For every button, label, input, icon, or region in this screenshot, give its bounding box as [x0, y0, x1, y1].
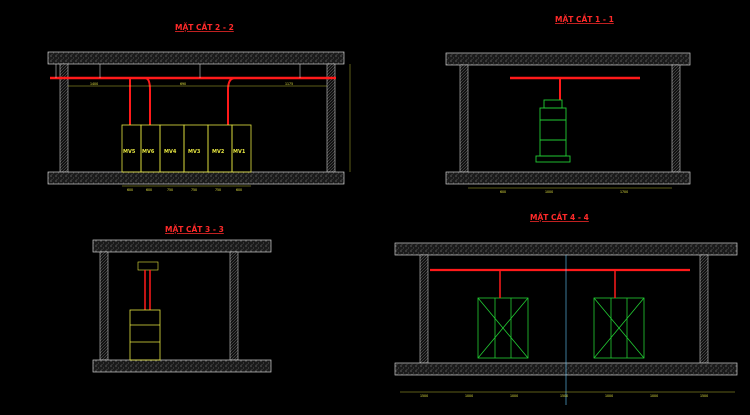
- dim-bottom-4: 1000: [605, 394, 613, 398]
- left-wall: [59, 63, 69, 173]
- section-2-2: MẶT CẮT 2 - 2 MV5 MV6 MV4 MV3 MV2 MV1: [47, 22, 351, 192]
- cell-label-mv1: MV1: [233, 149, 246, 155]
- dim-bottom-0: 600: [127, 188, 133, 192]
- ceiling-slab: [445, 52, 691, 66]
- dim-bottom-1: 1000: [545, 190, 553, 194]
- transformer-right: [593, 297, 645, 359]
- cable-drop: [144, 270, 151, 310]
- ceiling-slab: [394, 242, 738, 256]
- dim-bottom-2: 1000: [510, 394, 518, 398]
- dimension-lines: [68, 64, 351, 187]
- left-wall: [459, 64, 469, 173]
- dim-top-1: 690: [180, 82, 186, 86]
- left-wall: [99, 251, 109, 361]
- left-wall: [419, 254, 429, 364]
- dim-bottom-2: 750: [167, 188, 173, 192]
- floor-slab: [47, 171, 345, 185]
- cell-label-mv2: MV2: [212, 149, 225, 155]
- cell-label-mv3: MV3: [188, 149, 201, 155]
- dim-bottom-0: 1500: [420, 394, 428, 398]
- section-4-4: MẶT CẮT 4 - 4 1500 1000 1000 1500 1000 1…: [394, 212, 738, 405]
- right-wall: [699, 254, 709, 364]
- switchgear-cell-mv1: [231, 124, 252, 173]
- cell-label-mv6: MV6: [142, 149, 155, 155]
- dim-bottom-6: 1500: [700, 394, 708, 398]
- cable-tray: [137, 261, 159, 271]
- dim-top-2: 1175: [285, 82, 293, 86]
- cell-label-mv4: MV4: [164, 149, 177, 155]
- section-4-4-title: MẶT CẮT 4 - 4: [530, 212, 589, 222]
- dim-bottom-0: 600: [500, 190, 506, 194]
- section-3-3-title: MẶT CẮT 3 - 3: [165, 224, 224, 234]
- dim-top-0: 1400: [90, 82, 98, 86]
- section-3-3: MẶT CẮT 3 - 3: [92, 224, 272, 373]
- floor-slab: [445, 171, 691, 185]
- dim-bottom-4: 750: [215, 188, 221, 192]
- cell-label-mv5: MV5: [123, 149, 136, 155]
- dim-bottom-5: 600: [236, 188, 242, 192]
- dim-bottom-3: 750: [191, 188, 197, 192]
- transformer-left: [477, 297, 529, 359]
- right-wall: [229, 251, 239, 361]
- right-wall: [326, 63, 336, 173]
- switchgear: [129, 309, 161, 361]
- cable-drop-left: [129, 77, 151, 125]
- floor-slab: [92, 359, 272, 373]
- dim-bottom-1: 1000: [465, 394, 473, 398]
- ceiling-slab: [92, 239, 272, 253]
- cable-drop-right: [227, 77, 236, 125]
- section-1-1: MẶT CẮT 1 - 1 600 1000 1700: [445, 14, 691, 194]
- tray-hangers: [55, 64, 301, 78]
- dim-bottom-3: 1500: [560, 394, 568, 398]
- dim-bottom-2: 1700: [620, 190, 628, 194]
- right-wall: [671, 64, 681, 173]
- transformer: [535, 99, 571, 163]
- ceiling-slab: [47, 51, 345, 65]
- dim-bottom-5: 1000: [650, 394, 658, 398]
- dim-bottom-1: 600: [146, 188, 152, 192]
- section-2-2-title: MẶT CẮT 2 - 2: [175, 22, 234, 32]
- section-1-1-title: MẶT CẮT 1 - 1: [555, 14, 614, 24]
